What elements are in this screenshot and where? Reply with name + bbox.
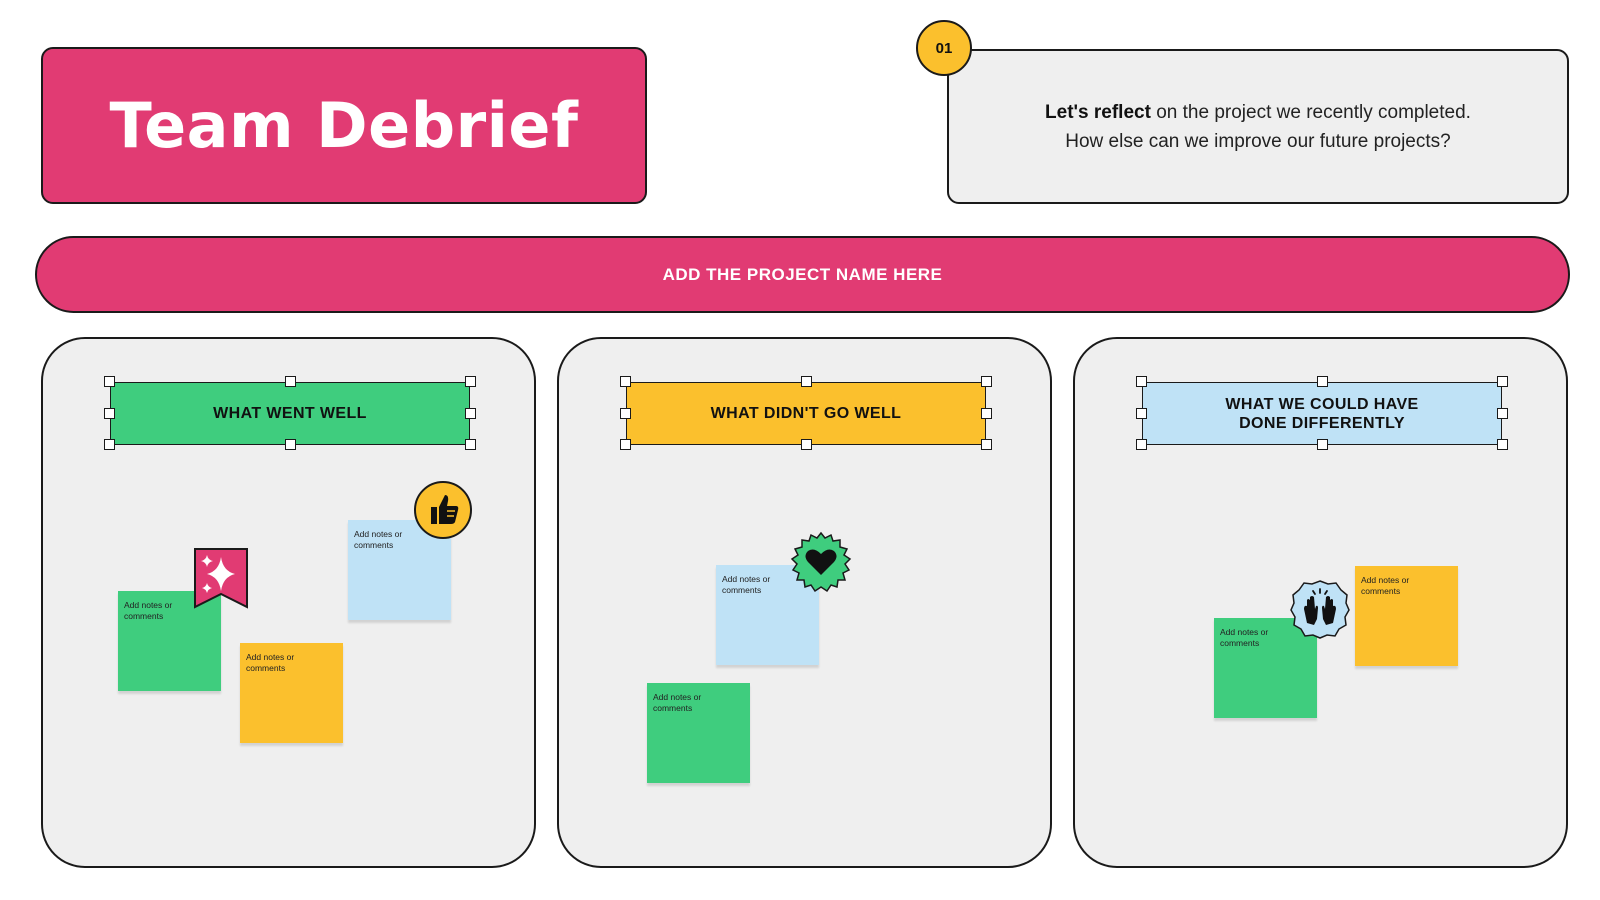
sticky-note[interactable]: Add notes or comments	[240, 643, 343, 743]
resize-handle[interactable]	[104, 408, 115, 419]
note-text: Add notes or	[124, 600, 173, 610]
panel-header-didnt-go-well[interactable]: WHAT DIDN'T GO WELL	[626, 382, 986, 445]
resize-handle[interactable]	[981, 408, 992, 419]
resize-handle[interactable]	[465, 439, 476, 450]
panel-what-we-could-have-done: WHAT WE COULD HAVE DONE DIFFERENTLY Add …	[1073, 337, 1568, 868]
resize-handle[interactable]	[1136, 376, 1147, 387]
note-text: Add notes or	[246, 652, 295, 662]
note-text: comments	[653, 703, 693, 713]
intro-line-1: Let's reflect on the project we recently…	[1045, 98, 1471, 127]
sticky-note[interactable]: Add notes or comments	[647, 683, 750, 783]
panel-what-went-well: WHAT WENT WELL Add notes or comments Add…	[41, 337, 536, 868]
note-text: Add notes or	[722, 574, 771, 584]
page-title: Team Debrief	[109, 89, 579, 162]
panel-title: WHAT WENT WELL	[213, 405, 367, 422]
resize-handle[interactable]	[620, 439, 631, 450]
note-text: comments	[1220, 638, 1260, 648]
project-name-label: ADD THE PROJECT NAME HERE	[662, 264, 943, 284]
note-text: comments	[354, 540, 394, 550]
step-number-badge: 01	[916, 20, 972, 76]
thumbs-up-icon[interactable]	[413, 480, 473, 540]
note-text: comments	[246, 663, 286, 673]
sticky-note[interactable]: Add notes or comments	[1214, 618, 1317, 718]
heart-badge-icon[interactable]	[790, 531, 852, 593]
resize-handle[interactable]	[981, 439, 992, 450]
resize-handle[interactable]	[801, 376, 812, 387]
resize-handle[interactable]	[981, 376, 992, 387]
intro-rest-text: on the project we recently completed.	[1150, 101, 1471, 123]
panel-title: WHAT DIDN'T GO WELL	[710, 405, 902, 422]
resize-handle[interactable]	[285, 439, 296, 450]
resize-handle[interactable]	[620, 408, 631, 419]
sparkle-ribbon-icon[interactable]	[193, 547, 249, 609]
resize-handle[interactable]	[104, 439, 115, 450]
resize-handle[interactable]	[801, 439, 812, 450]
panel-title: WHAT WE COULD HAVE DONE DIFFERENTLY	[1225, 395, 1418, 433]
resize-handle[interactable]	[1317, 439, 1328, 450]
resize-handle[interactable]	[1497, 376, 1508, 387]
sticky-note[interactable]: Add notes or comments	[716, 565, 819, 665]
sticky-note[interactable]: Add notes or comments	[1355, 566, 1458, 666]
panel-title-line-1: WHAT WE COULD HAVE	[1225, 395, 1419, 413]
resize-handle[interactable]	[1317, 376, 1328, 387]
panel-what-didnt-go-well: WHAT DIDN'T GO WELL Add notes or comment…	[557, 337, 1052, 868]
project-name-bar[interactable]: ADD THE PROJECT NAME HERE	[35, 236, 1570, 313]
resize-handle[interactable]	[1497, 408, 1508, 419]
resize-handle[interactable]	[620, 376, 631, 387]
resize-handle[interactable]	[104, 376, 115, 387]
panel-header-could-have-done[interactable]: WHAT WE COULD HAVE DONE DIFFERENTLY	[1142, 382, 1502, 445]
sticky-note[interactable]: Add notes or comments	[118, 591, 221, 691]
title-banner: Team Debrief	[41, 47, 647, 204]
raised-hands-icon[interactable]	[1290, 579, 1350, 639]
note-text: comments	[124, 611, 164, 621]
note-text: Add notes or	[1220, 627, 1269, 637]
note-text: Add notes or	[1361, 575, 1410, 585]
resize-handle[interactable]	[285, 376, 296, 387]
resize-handle[interactable]	[1497, 439, 1508, 450]
intro-line-2: How else can we improve our future proje…	[1065, 130, 1451, 152]
resize-handle[interactable]	[465, 376, 476, 387]
panel-title-line-2: DONE DIFFERENTLY	[1239, 414, 1405, 432]
resize-handle[interactable]	[1136, 439, 1147, 450]
note-text: Add notes or	[653, 692, 702, 702]
resize-handle[interactable]	[1136, 408, 1147, 419]
resize-handle[interactable]	[465, 408, 476, 419]
panel-header-went-well[interactable]: WHAT WENT WELL	[110, 382, 470, 445]
intro-prompt-box: Let's reflect on the project we recently…	[947, 49, 1569, 204]
intro-bold-text: Let's reflect	[1045, 101, 1151, 123]
note-text: comments	[1361, 586, 1401, 596]
note-text: comments	[722, 585, 762, 595]
note-text: Add notes or	[354, 529, 403, 539]
